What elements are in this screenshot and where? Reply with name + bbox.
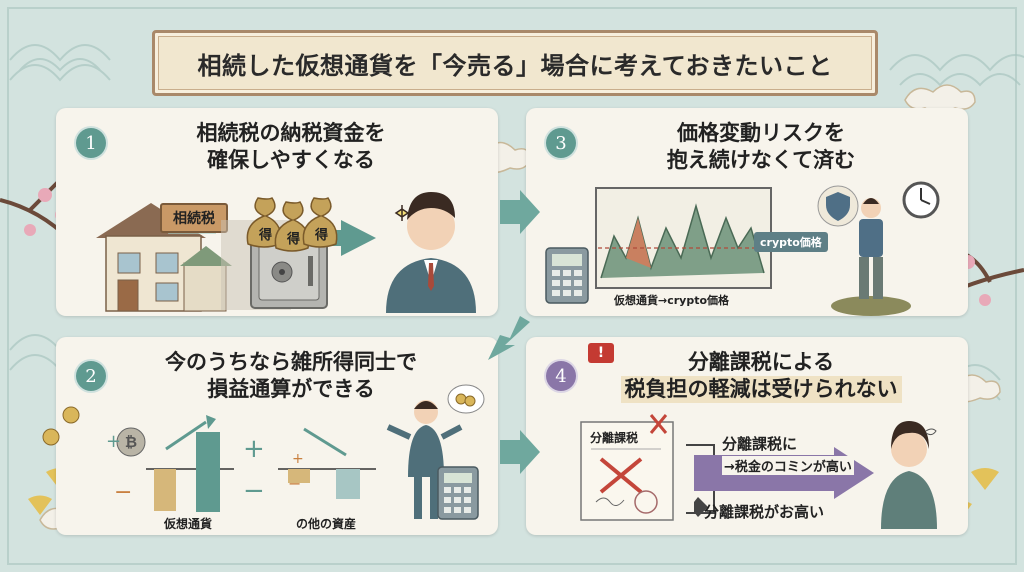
heading-line: 抱え続けなくて済む: [666, 148, 856, 172]
coin-icon: [455, 393, 476, 407]
money-bag-label: 得: [315, 228, 329, 243]
bar-label-crypto: 仮想通貨: [164, 517, 213, 531]
panel-1: 1 相続税の納税資金を 確保しやすくなる 相続税: [56, 108, 498, 316]
money-bag-label: 得: [287, 232, 301, 247]
heading-line: 分離課税による: [687, 350, 835, 374]
house-sign-label: 相続税: [173, 211, 215, 227]
panel-3: 3 価格変動リスクを 抱え続けなくて済む crypto価格 仮想通貨→crypt…: [526, 108, 968, 316]
heading-line: 損益通算ができる: [207, 377, 375, 401]
svg-text:−: −: [288, 474, 301, 493]
panel-number: 4: [544, 359, 578, 393]
panel-heading: 分離課税による 税負担の軽減は受けられない: [596, 349, 926, 403]
svg-text:+: +: [292, 451, 304, 467]
document-icon: [580, 414, 674, 521]
panel-number: 1: [74, 126, 108, 160]
heading-line: 税負担の軽減は受けられない: [620, 376, 902, 403]
heading-line: 確保しやすくなる: [207, 148, 375, 172]
money-bag-label: 得: [259, 228, 273, 243]
businessman-icon: [386, 192, 476, 313]
panel-number: 2: [74, 359, 108, 393]
calculator-icon: [545, 247, 589, 304]
panel-number: 3: [544, 126, 578, 160]
heading-line: 価格変動リスクを: [677, 121, 845, 145]
woman-icon: [881, 421, 937, 529]
callout-line-2: →税金のコミンが高い: [722, 456, 854, 475]
panel-heading: 今のうちなら雑所得同士で 損益通算ができる: [126, 349, 456, 403]
shield-icon: [817, 185, 859, 227]
bitcoin-icon: ₿: [116, 427, 146, 457]
chart-caption: 仮想通貨→crypto価格: [614, 294, 730, 307]
panel-2: 2 今のうちなら雑所得同士で 損益通算ができる ₿ + − + −: [42, 337, 498, 535]
panel-4: 4 ! 分離課税による 税負担の軽減は受けられない 分離課税 分離課税に →税金…: [526, 337, 968, 535]
callout-line-1: 分離課税に: [722, 435, 798, 453]
calculator-icon: [437, 466, 479, 520]
panel-heading: 相続税の納税資金を 確保しやすくなる: [126, 120, 456, 174]
businessman-icon: [831, 198, 911, 316]
safe-icon: [221, 220, 376, 310]
callout-line-3: 分離課税がお高い: [704, 503, 825, 521]
businessman-icon: [386, 384, 485, 519]
bar-label-other-assets: の他の資産: [296, 517, 357, 531]
arrow-right-icon: [500, 190, 540, 234]
clock-icon: [902, 181, 940, 219]
profit-loss-chart: ₿ + − + − + −: [42, 406, 376, 512]
panel-heading: 価格変動リスクを 抱え続けなくて済む: [596, 120, 926, 174]
svg-text:+: +: [106, 431, 121, 452]
money-bag-icon: [246, 197, 338, 252]
alert-badge: !: [588, 343, 614, 363]
coin-icon: [42, 406, 80, 446]
svg-text:+: +: [243, 434, 265, 464]
page-title: 相続した仮想通貨を「今売る」場合に考えておきたいこと: [197, 51, 833, 80]
heading-line: 相続税の納税資金を: [196, 121, 386, 145]
title-banner: 相続した仮想通貨を「今売る」場合に考えておきたいこと: [152, 30, 878, 96]
svg-text:−: −: [243, 476, 265, 506]
price-chart-icon: [595, 187, 772, 289]
heading-line: 今のうちなら雑所得同士で: [165, 350, 417, 374]
chart-bubble: crypto価格: [754, 232, 828, 252]
arrow-down-left-icon: [488, 316, 530, 360]
chart-bubble-text: crypto価格: [760, 236, 822, 249]
document-title: 分離課税: [590, 431, 639, 445]
house-sign: 相続税: [160, 203, 228, 233]
svg-text:₿: ₿: [125, 433, 137, 451]
svg-text:−: −: [114, 480, 132, 505]
arrow-right-icon: [500, 430, 540, 474]
alert-icon: !: [597, 345, 605, 361]
